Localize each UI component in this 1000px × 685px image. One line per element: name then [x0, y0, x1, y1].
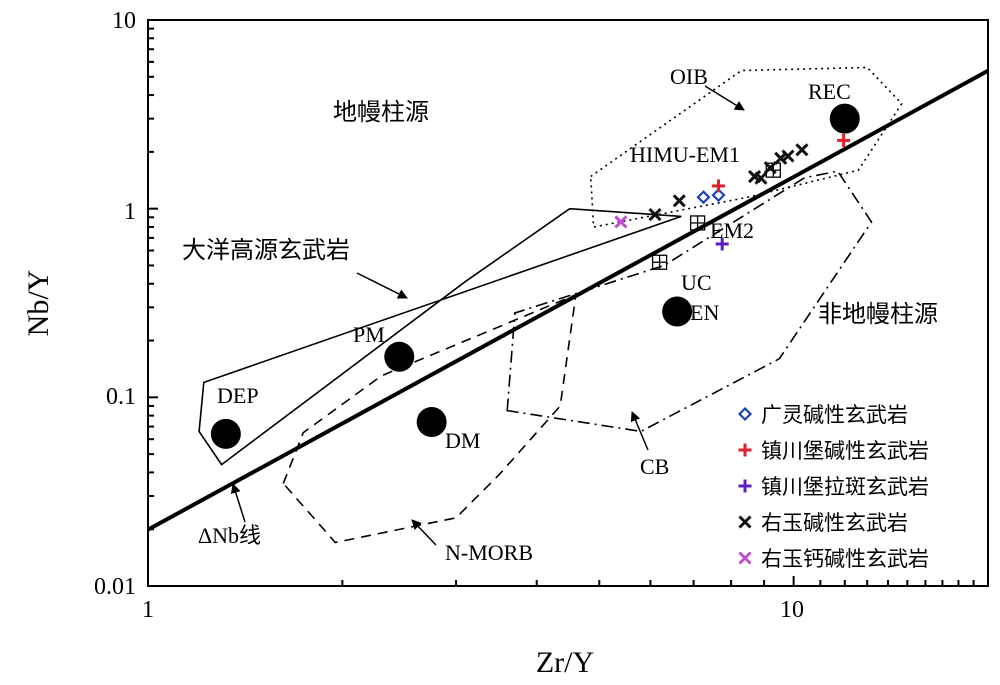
- data-point-series-3: [781, 149, 795, 163]
- y-tick-label-10: 10: [112, 8, 136, 34]
- plot-frame: [147, 19, 989, 587]
- delta-nb-line: [147, 69, 989, 532]
- data-point-series-0: [711, 188, 726, 203]
- data-point-series-3: [763, 161, 777, 175]
- ref-dot-dm: [416, 407, 447, 438]
- legend-marker-3: [738, 515, 752, 529]
- oib-label: OIB: [670, 64, 708, 89]
- data-point-series-2: [715, 237, 729, 251]
- plume-source-label: 地幔柱源: [333, 98, 429, 126]
- data-point-series-1: [712, 179, 726, 193]
- x-axis-label: Zr/Y: [536, 646, 594, 679]
- field--: [198, 207, 682, 466]
- rec-label: REC: [808, 79, 851, 104]
- axis-ticks: [147, 19, 989, 587]
- himu-em1-label: HIMU-EM1: [630, 142, 740, 167]
- ref-dot-en: [662, 296, 693, 327]
- data-point-series-3: [672, 194, 686, 208]
- legend-label-3: 右玉碱性玄武岩: [761, 511, 908, 535]
- legend-label-4: 右玉钙碱性玄武岩: [761, 547, 929, 571]
- dep-label: DEP: [217, 383, 259, 408]
- legend-marker-0: [737, 406, 753, 422]
- cb-label: CB: [640, 454, 669, 479]
- oib-arrow: [704, 85, 745, 111]
- ref-dot-pm: [384, 341, 415, 372]
- delta-nb-arrow: [230, 483, 246, 523]
- reference-components: [210, 103, 860, 449]
- field-polygons: [198, 66, 903, 544]
- data-point-series-3: [795, 143, 809, 157]
- boxed-point-em2: [689, 215, 706, 231]
- sample-points: [614, 133, 851, 251]
- legend-marker-4: [738, 551, 752, 565]
- ocean-plateau-arrow: [356, 272, 408, 299]
- ref-dot-dep: [210, 418, 241, 449]
- field-n-morb: [282, 293, 577, 544]
- cb-arrow: [630, 411, 649, 451]
- legend-marker-1: [738, 443, 752, 457]
- nonplume-source-label: 非地幔柱源: [818, 300, 938, 328]
- ref-dot-rec: [829, 103, 860, 134]
- data-point-series-3: [648, 208, 662, 222]
- pm-label: PM: [353, 322, 385, 347]
- delta-nb-label: ΔNb线: [198, 523, 261, 548]
- ocean-plateau-label: 大洋高源玄武岩: [182, 236, 350, 264]
- y-tick-label-0.01: 0.01: [94, 574, 136, 600]
- x-tick-label-10: 10: [780, 597, 804, 623]
- legend-label-0: 广灵碱性玄武岩: [761, 403, 908, 427]
- data-point-series-0: [696, 190, 711, 205]
- y-axis-label: Nb/Y: [22, 270, 55, 337]
- data-point-series-4: [614, 215, 628, 229]
- y-tick-label-1: 1: [124, 199, 136, 225]
- delta-nb-line-layer: [147, 69, 989, 532]
- x-tick-label-1: 1: [142, 597, 154, 623]
- data-point-series-1: [837, 133, 851, 147]
- data-point-series-3: [754, 171, 768, 185]
- y-tick-label-0.1: 0.1: [106, 384, 136, 410]
- dm-label: DM: [445, 428, 480, 453]
- legend-label-1: 镇川堡碱性玄武岩: [761, 439, 929, 463]
- en-label: EN: [690, 300, 719, 325]
- nmorb-arrow: [411, 519, 437, 546]
- em2-label: EM2: [710, 218, 754, 243]
- field-cb: [506, 170, 873, 433]
- legend-label-2: 镇川堡拉斑玄武岩: [761, 475, 929, 499]
- legend-marker-2: [738, 479, 752, 493]
- uc-label: UC: [681, 270, 712, 295]
- boxed-point-uc: [651, 254, 668, 270]
- nmorb-label: N-MORB: [445, 540, 533, 565]
